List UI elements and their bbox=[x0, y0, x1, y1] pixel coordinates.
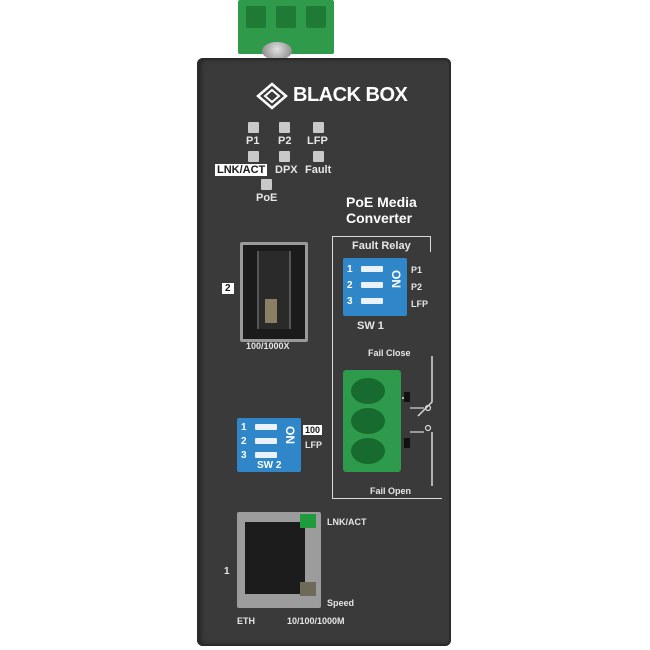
eth-speed-led bbox=[300, 582, 316, 596]
eth-link-led bbox=[300, 514, 316, 528]
sfp-port[interactable] bbox=[240, 242, 308, 342]
dip-toggle-2[interactable] bbox=[361, 282, 383, 288]
label-fault: Fault bbox=[305, 164, 332, 176]
fail-open-label: Fail Open bbox=[368, 486, 414, 496]
terminal-screw-2 bbox=[351, 408, 385, 434]
sw1-lfp-label: LFP bbox=[411, 299, 428, 309]
eth-name-label: ETH bbox=[237, 616, 255, 626]
eth-speed-label: Speed bbox=[327, 598, 355, 608]
terminal-screw-1 bbox=[351, 378, 385, 404]
dip-toggle-3[interactable] bbox=[361, 298, 383, 304]
led-p1 bbox=[248, 122, 259, 133]
label-dpx: DPX bbox=[275, 164, 298, 176]
dip-switch-sw1[interactable]: ON 1 2 3 bbox=[343, 258, 407, 316]
eth-lnk-act-label: LNK/ACT bbox=[327, 517, 367, 527]
relay-terminal-connector[interactable] bbox=[343, 370, 401, 472]
fault-relay-outline bbox=[332, 236, 431, 499]
sw2-label: SW 2 bbox=[257, 460, 282, 471]
dip-toggle-1[interactable] bbox=[255, 424, 277, 430]
sw2-opt-lfp: LFP bbox=[305, 440, 322, 450]
fault-relay-title: Fault Relay bbox=[350, 240, 413, 252]
relay-schematic-icon bbox=[402, 356, 433, 486]
led-dpx bbox=[279, 151, 290, 162]
black-box-logo-icon bbox=[256, 82, 288, 110]
dip-on-label: ON bbox=[283, 426, 297, 444]
fail-close-label: Fail Close bbox=[368, 348, 411, 358]
dip-on-label: ON bbox=[389, 270, 403, 288]
dip-toggle-3[interactable] bbox=[255, 452, 277, 458]
ground-screw bbox=[262, 42, 292, 60]
fault-relay-outline-right bbox=[430, 236, 431, 252]
led-lfp bbox=[313, 122, 324, 133]
label-lfp: LFP bbox=[307, 135, 328, 147]
dip-num-1: 1 bbox=[347, 264, 353, 275]
led-lnk-act bbox=[248, 151, 259, 162]
brand-name: BLACK BOX bbox=[293, 84, 408, 106]
sw2-opt-100: 100 bbox=[303, 425, 323, 435]
sw1-label: SW 1 bbox=[357, 320, 384, 332]
label-poe: PoE bbox=[256, 192, 278, 204]
sw1-p2-label: P2 bbox=[411, 282, 423, 292]
product-name-line2: Converter bbox=[346, 210, 413, 226]
fault-relay-outline-bottom bbox=[332, 498, 442, 499]
eth-port-number: 1 bbox=[224, 566, 230, 577]
dip-num-3: 3 bbox=[347, 296, 353, 307]
product-name-line1: PoE Media bbox=[346, 194, 417, 210]
dip-num-2: 2 bbox=[347, 280, 353, 291]
dip-num-1: 1 bbox=[241, 422, 247, 433]
terminal-slot bbox=[306, 6, 326, 28]
sfp-speed-label: 100/1000X bbox=[246, 341, 290, 351]
terminal-slot bbox=[246, 6, 266, 28]
label-lnk-act: LNK/ACT bbox=[215, 164, 268, 176]
dip-num-3: 3 bbox=[241, 450, 247, 461]
dip-toggle-2[interactable] bbox=[255, 438, 277, 444]
dip-toggle-1[interactable] bbox=[361, 266, 383, 272]
sfp-port-number: 2 bbox=[222, 283, 234, 294]
sw1-p1-label: P1 bbox=[411, 265, 423, 275]
led-poe bbox=[261, 179, 272, 190]
rj45-socket bbox=[245, 522, 305, 594]
label-p1: P1 bbox=[246, 135, 260, 147]
led-fault bbox=[313, 151, 324, 162]
eth-rate-label: 10/100/1000M bbox=[287, 616, 345, 626]
dip-switch-sw2[interactable]: ON 1 2 3 SW 2 bbox=[237, 418, 301, 472]
label-p2: P2 bbox=[278, 135, 292, 147]
terminal-screw-3 bbox=[351, 438, 385, 464]
terminal-slot bbox=[276, 6, 296, 28]
dip-num-2: 2 bbox=[241, 436, 247, 447]
led-p2 bbox=[279, 122, 290, 133]
sfp-latch bbox=[265, 299, 277, 323]
